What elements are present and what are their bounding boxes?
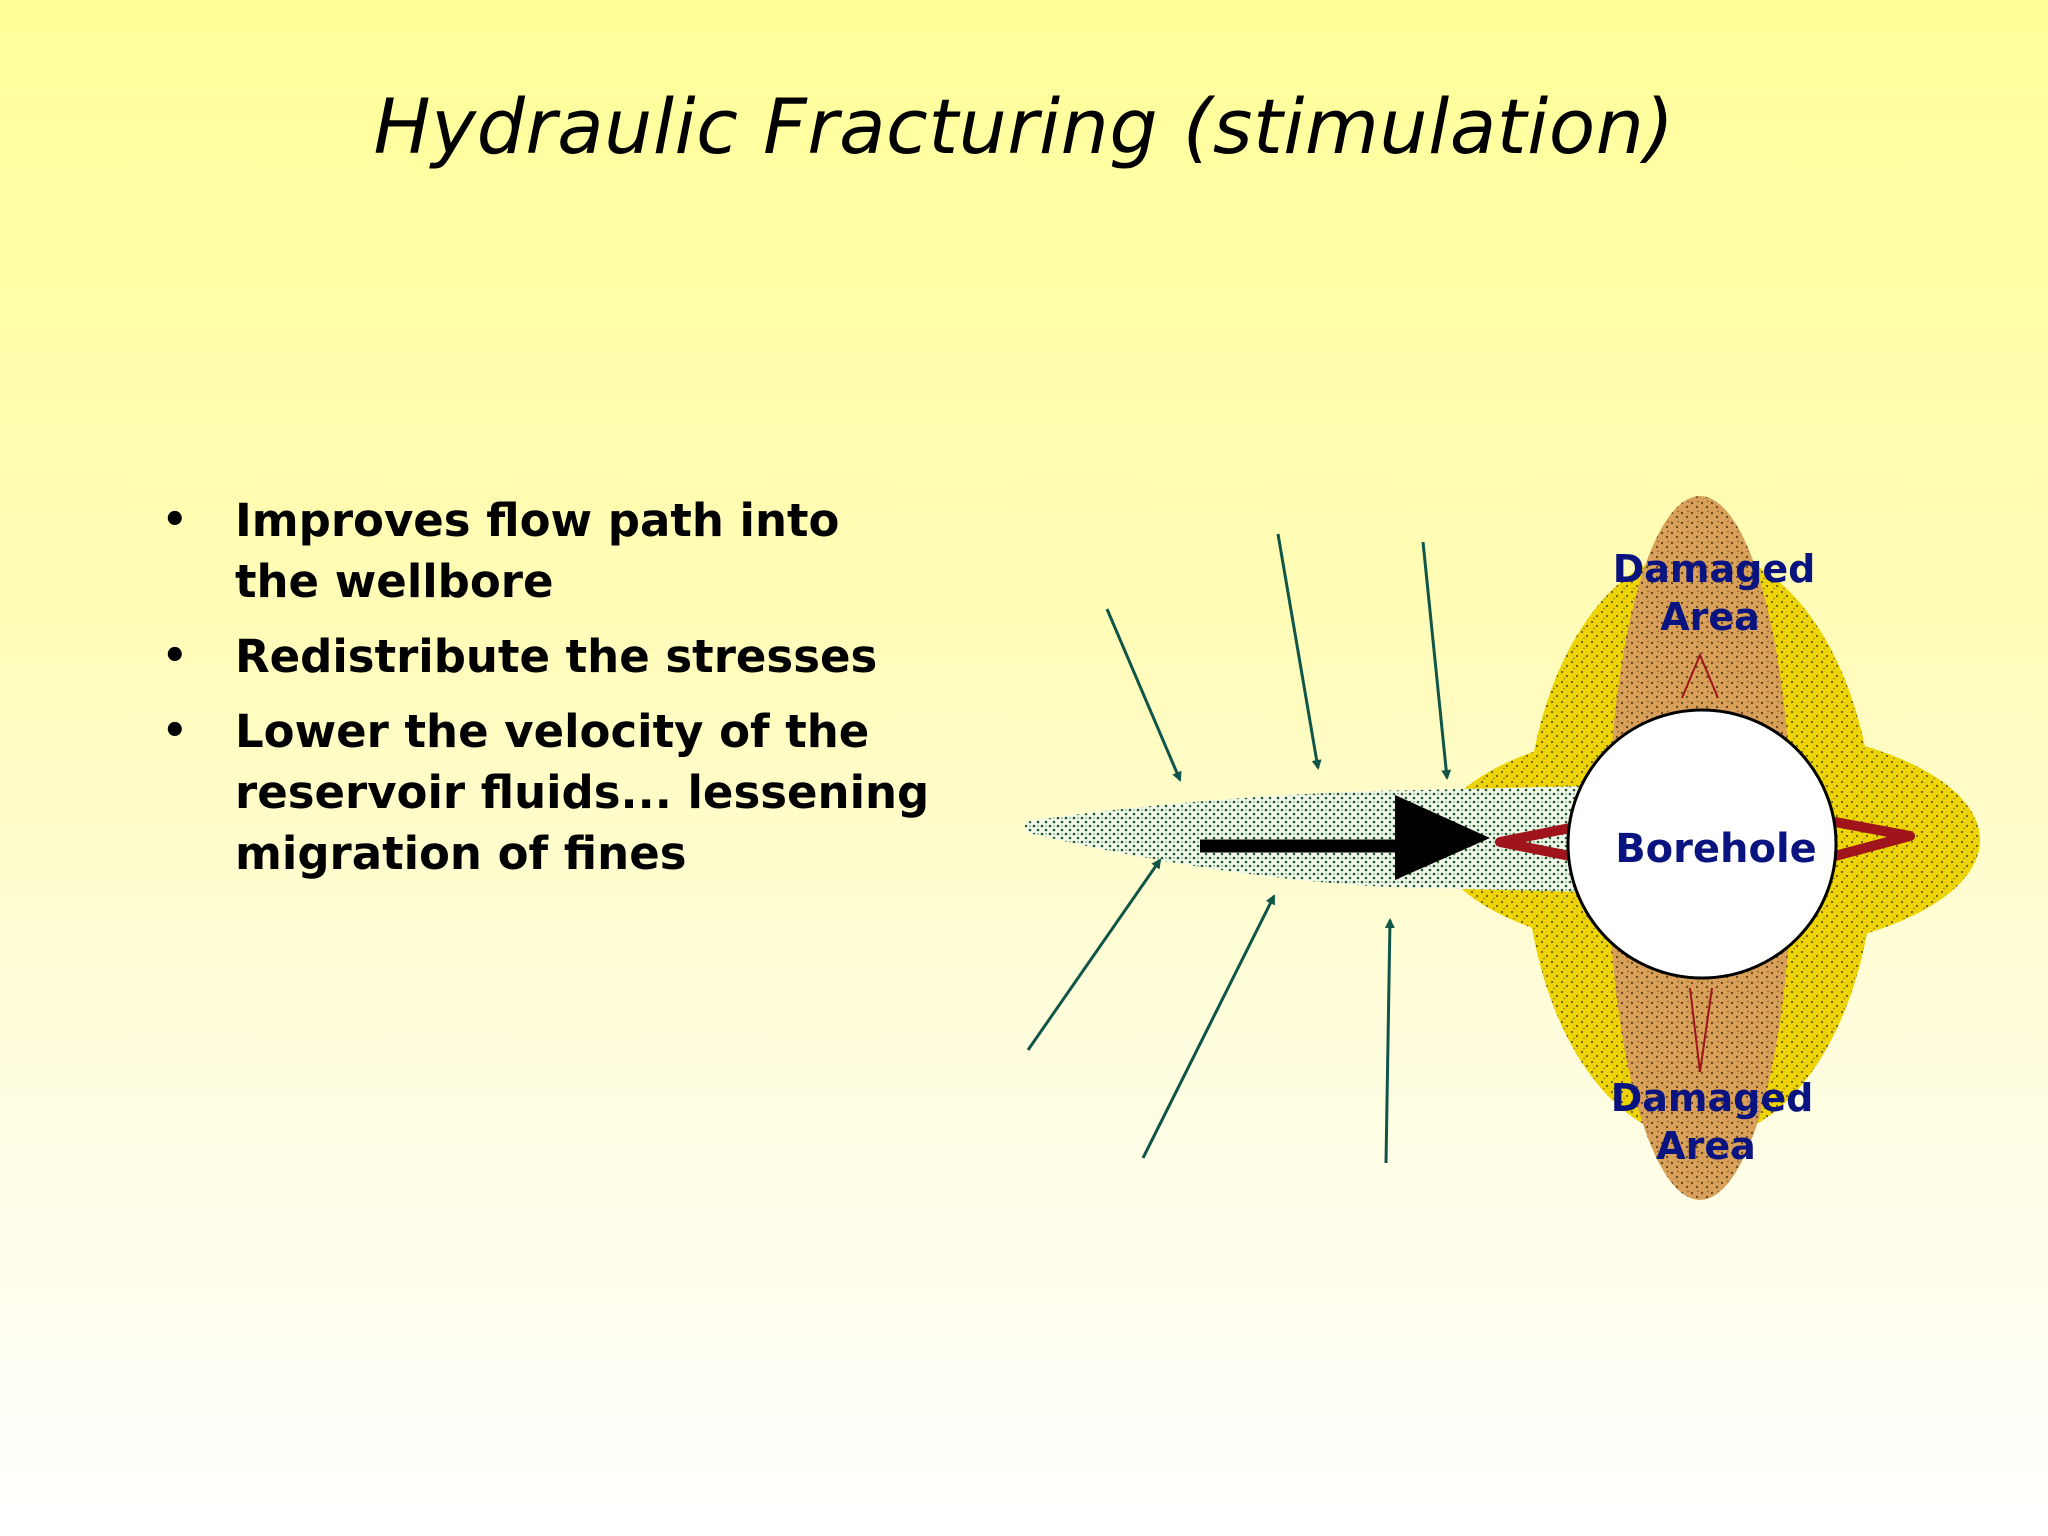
bullet-text: Improves flow path into the wellbore [235,494,840,608]
flow-in-arrows [1026,533,1452,1164]
damaged-area-leaders [1681,652,1719,1073]
fracture-wing [1025,786,1590,892]
flow-arrow-icon [1384,918,1395,1164]
flow-arrow-icon [1026,858,1162,1051]
damaged-area-top-line2: Area [1660,595,1760,639]
damaged-area-bottom-line1: Damaged [1611,1076,1814,1120]
bullet-item: • Lower the velocity of the reservoir fl… [150,701,930,884]
flow-arrow-icon [1141,894,1276,1159]
flow-arrow-icon [1105,608,1182,782]
bullet-dot-icon: • [162,708,188,754]
bullet-dot-icon: • [162,633,188,679]
slide-title: Hydraulic Fracturing (stimulation) [373,82,1675,171]
borehole-circle [1566,708,1838,980]
stress-arrow-left [1495,823,1575,861]
bullet-text: Redistribute the stresses [235,630,878,683]
damaged-area-bottom-line2: Area [1656,1124,1756,1168]
stress-arrow-right [1830,817,1915,861]
borehole-label: Borehole [1615,826,1817,872]
bullet-item: • Improves flow path into the wellbore [150,490,930,612]
fracture-flow-arrow [1200,795,1490,880]
bullet-text: Lower the velocity of the reservoir flui… [235,705,930,880]
bullet-item: • Redistribute the stresses [150,626,930,687]
bullet-dot-icon: • [162,497,188,543]
damaged-area-top-line1: Damaged [1613,547,1816,591]
flow-arrow-icon [1421,541,1452,780]
bullet-list: • Improves flow path into the wellbore •… [150,490,930,898]
flow-arrow-icon [1276,533,1322,770]
